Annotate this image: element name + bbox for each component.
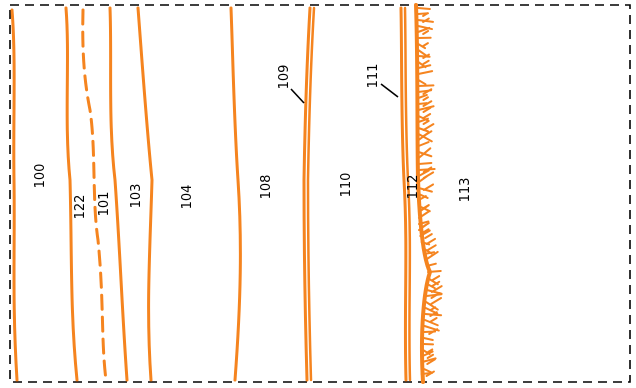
boundary-line-111-b [403, 6, 412, 382]
boundary-line-104 [136, 6, 154, 382]
fuzz-tick [422, 30, 430, 35]
leader-line-109 [290, 88, 305, 104]
fuzz-tick [431, 280, 441, 287]
fuzz-tick [430, 292, 441, 299]
fuzz-tick [417, 79, 427, 86]
fuzz-tick [428, 328, 439, 335]
label-101: 101 [97, 192, 112, 217]
boundary-line-109-a [302, 6, 312, 382]
fuzz-tick [422, 123, 435, 131]
label-108: 108 [259, 175, 274, 200]
fuzz-tick [427, 269, 442, 273]
fuzz-tick [419, 229, 431, 237]
label-100: 100 [33, 164, 48, 189]
fuzz-tick [429, 306, 437, 311]
fuzz-tick [422, 17, 430, 23]
fuzz-tick [425, 262, 437, 267]
fuzz-tick [422, 53, 430, 59]
fuzz-tick [430, 285, 443, 293]
dashed-border [9, 4, 631, 383]
fuzz-tick [417, 93, 428, 99]
fuzz-tick [421, 350, 434, 357]
fuzz-tick [423, 251, 436, 255]
fuzz-tick [417, 102, 428, 105]
fuzz-tick [422, 166, 433, 173]
fuzz-tick [425, 301, 439, 311]
fuzz-tick [417, 210, 430, 219]
fuzz-tick [417, 70, 434, 75]
boundary-line-108 [229, 6, 242, 382]
fuzz-tick [421, 357, 437, 363]
fuzz-tick [417, 147, 432, 159]
fuzz-tick [417, 204, 430, 213]
fuzz-tick [417, 55, 431, 58]
fuzz-tick [417, 7, 431, 10]
fuzz-tick [425, 237, 437, 245]
fuzz-tick [426, 358, 436, 365]
fuzz-tick [425, 370, 435, 377]
fuzz-tick [428, 317, 438, 323]
leader-line-111 [380, 83, 399, 98]
boundary-line-103 [108, 6, 129, 382]
fuzz-tick [422, 42, 429, 47]
fuzz-tick [422, 12, 429, 17]
fuzz-tick [418, 223, 428, 231]
fuzz-tick [422, 113, 432, 119]
boundary-line-100 [10, 8, 19, 382]
fuzz-tick [417, 193, 429, 199]
boundary-line-122 [64, 6, 79, 382]
fuzz-tick [426, 353, 435, 359]
fuzz-tick [422, 106, 432, 113]
boundary-line-112 [414, 3, 432, 384]
fuzz-tick [420, 367, 433, 374]
fuzz-tick [417, 131, 430, 141]
fuzz-tick [424, 250, 439, 261]
fuzz-tick [417, 195, 427, 201]
fuzz-tick [417, 64, 432, 69]
fuzz-tick [417, 175, 428, 183]
fuzz-tick [424, 233, 433, 239]
fuzz-tick [417, 141, 430, 147]
fuzz-tick [423, 319, 439, 327]
fuzz-tick [427, 348, 434, 353]
fuzz-tick [417, 26, 431, 33]
fuzz-tick [423, 228, 430, 233]
boundary-line-111-a [399, 6, 408, 382]
boundary-line-dashed-101 [81, 8, 108, 382]
label-113: 113 [458, 178, 473, 203]
fuzz-tick [426, 244, 437, 251]
fuzz-tick [422, 59, 430, 65]
fuzz-tick [422, 88, 433, 95]
label-103: 103 [129, 184, 144, 209]
fuzz-tick [417, 43, 427, 50]
label-110: 110 [339, 173, 354, 198]
fuzz-tick [422, 120, 430, 125]
fuzz-tick [422, 96, 429, 101]
label-122: 122 [73, 195, 88, 220]
fuzz-tick [429, 311, 438, 317]
fuzz-tick [417, 220, 430, 225]
fuzz-tick [422, 337, 434, 342]
fuzzy-boundary-texture [417, 7, 443, 377]
label-111: 111 [366, 64, 381, 89]
fuzz-tick [417, 133, 433, 143]
fuzz-tick [417, 169, 430, 177]
fuzz-tick [422, 100, 433, 107]
fuzz-tick [431, 275, 441, 281]
fuzz-tick [417, 161, 433, 165]
fuzz-tick [417, 117, 429, 123]
label-109: 109 [277, 65, 292, 90]
boundary-line-109-b [306, 6, 316, 382]
label-104: 104 [180, 185, 195, 210]
fuzz-tick [417, 84, 435, 87]
fuzz-tick [426, 283, 436, 290]
fuzz-tick [417, 151, 433, 158]
fuzz-tick [422, 183, 435, 191]
label-112: 112 [406, 175, 421, 200]
fuzz-tick [417, 105, 435, 111]
fuzz-tick [430, 297, 443, 305]
